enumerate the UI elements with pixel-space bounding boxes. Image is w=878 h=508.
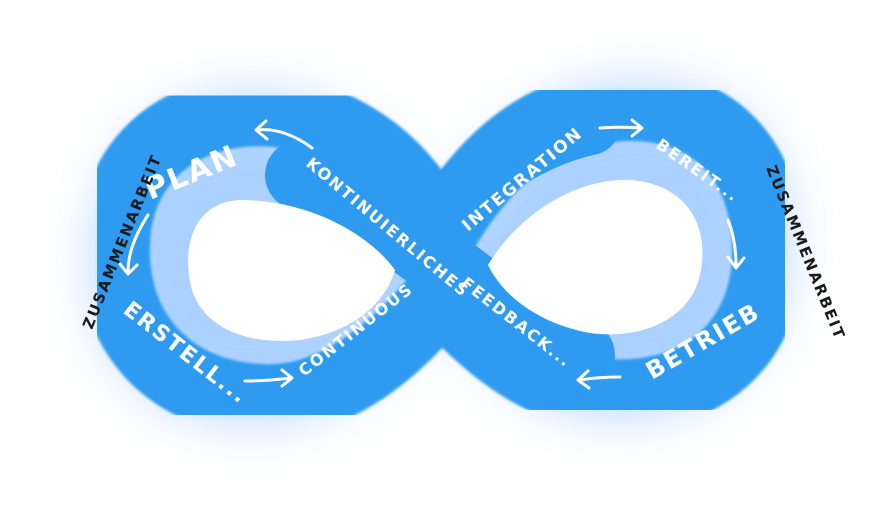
arrow-to-erstell-icon — [118, 213, 150, 276]
infinity-loop — [77, 68, 805, 437]
arrow-to-continuous-icon — [243, 368, 294, 388]
left-hole — [188, 200, 395, 341]
arrow-to-bereit-icon — [598, 118, 644, 138]
arrow-to-plan-icon — [254, 119, 314, 150]
left-lobe — [77, 74, 481, 437]
arrow-to-betrieb-icon — [726, 218, 746, 270]
crossing-band-2 — [390, 95, 620, 260]
right-hole — [488, 179, 703, 335]
crossing-band — [265, 140, 615, 390]
arrow-to-feedback-icon — [576, 369, 622, 390]
